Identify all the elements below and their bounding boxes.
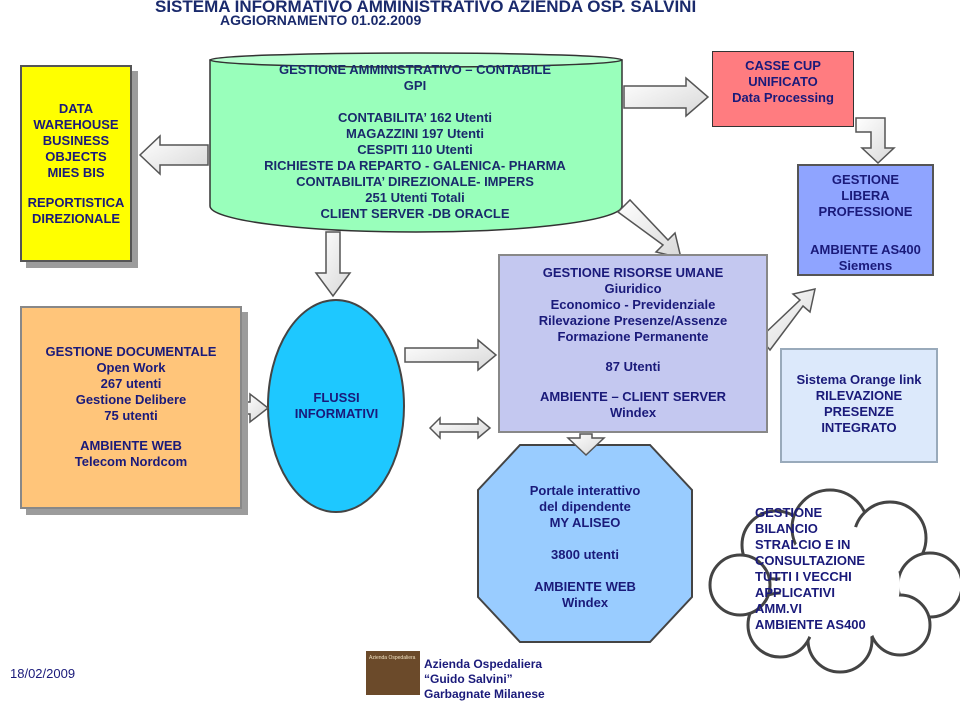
org-line-1: Azienda Ospedaliera [424,657,543,671]
doc-line-5: 75 utenti [104,408,158,423]
ga-line-9: 251 Utenti Totali [365,190,465,205]
ga-line-6: CESPITI 110 Utenti [357,142,473,157]
dw-line-5: MIES BIS [47,164,105,180]
gestione-documentale-box: GESTIONE DOCUMENTALE Open Work 267 utent… [20,306,242,509]
flussi-informativi-label: FLUSSI INFORMATIVI [268,300,405,512]
ga-spacer [212,94,618,110]
doc-line-2: Open Work [96,360,166,375]
page-subtitle: AGGIORNAMENTO 01.02.2009 [220,12,422,28]
hr-line-5: Formazione Permanente [557,329,709,344]
portale-line-7: AMBIENTE WEB [534,579,636,594]
gestione-amministrativo-text: GESTIONE AMMINISTRATIVO – CONTABILE GPI … [212,62,618,222]
portale-line-1: Portale interattivo [529,483,641,498]
hr-line-4: Rilevazione Presenze/Assenze [538,313,728,328]
arrow-to-rilevazione [758,288,816,352]
lib-line-2: LIBERA [841,188,890,203]
lib-line-3: PROFESSIONE [818,204,913,219]
hr-line-9: AMBIENTE – CLIENT SERVER [539,389,727,404]
portale-octagon [477,444,693,643]
ga-line-8: CONTABILITA’ DIREZIONALE- IMPERS [296,174,534,189]
hr-line-7: 87 Utenti [605,359,661,374]
flussi-ellipse [267,299,405,513]
arrow-to-portale [566,433,606,457]
orange-line-3: PRESENZE [823,404,895,419]
cup-line-2: UNIFICATO [748,74,818,89]
bil-line-8: AMBIENTE AS400 [755,617,866,632]
arrow-flussi-to-portale [428,416,492,440]
org-line-2: “Guido Salvini” [424,672,513,686]
hospital-logo: Azienda Ospedaliera [366,651,420,695]
bil-line-4: CONSULTAZIONE [755,553,866,568]
arrows-group [138,76,896,457]
dw-line-4: OBJECTS [45,148,107,164]
cup-line-1: CASSE CUP [745,58,821,73]
lib-line-1: GESTIONE [831,172,900,187]
lib-line-6: Siemens [838,258,893,273]
doc-line-8: Telecom Nordcom [74,454,188,469]
bil-line-7: AMM.VI [755,601,802,616]
lib-line-5: AMBIENTE AS400 [810,242,921,257]
arrow-to-data-warehouse [138,134,209,176]
arrow-to-cassa-cup [623,76,710,118]
arrow-to-libera-professione [855,117,896,165]
footer-date: 18/02/2009 [10,666,76,681]
libera-professione-box: GESTIONE LIBERA PROFESSIONE AMBIENTE AS4… [797,164,934,276]
bil-line-5: TUTTI I VECCHI [755,569,852,584]
bil-line-2: BILANCIO [755,521,818,536]
ga-line-1: GESTIONE AMMINISTRATIVO – CONTABILE [278,62,552,77]
orange-line-2: RILEVAZIONE [815,388,903,403]
risorse-umane-box: GESTIONE RISORSE UMANE Giuridico Economi… [498,254,768,433]
bil-line-6: APPLICATIVI [755,585,835,600]
doc-line-3: 267 utenti [100,376,162,391]
dw-line-2: WAREHOUSE [33,116,119,132]
dw-line-1: DATA [58,100,94,116]
ga-line-4: CONTABILITA’ 162 Utenti [337,110,493,125]
organization-name: Azienda Ospedaliera “Guido Salvini” Garb… [424,657,545,702]
bilancio-cloud [708,488,960,674]
cassa-cup-box: CASSE CUP UNIFICATO Data Processing [712,51,854,127]
bil-line-3: STRALCIO E IN [755,537,851,552]
logo-small-text: Azienda Ospedaliera [369,655,416,661]
portale-line-3: MY ALISEO [549,515,621,530]
flussi-line-2: INFORMATIVI [294,406,379,421]
arrow-to-flussi [314,231,352,298]
doc-line-4: Gestione Delibere [75,392,187,407]
ga-line-2: GPI [403,78,427,93]
portale-dipendente-label: Portale interattivo del dipendente MY AL… [470,452,700,642]
page-title: SISTEMA INFORMATIVO AMMINISTRATIVO AZIEN… [155,0,697,16]
arrow-flussi-to-risorse [404,338,498,372]
portale-line-2: del dipendente [539,499,631,514]
dw-line-8: DIREZIONALE [31,210,121,226]
hr-line-2: Giuridico [604,281,662,296]
hr-line-1: GESTIONE RISORSE UMANE [542,265,724,280]
dw-line-7: REPORTISTICA [27,194,125,210]
portale-line-8: Windex [561,595,609,610]
dw-line-3: BUSINESS [42,132,110,148]
orange-line-1: Sistema Orange link [796,372,922,387]
hr-line-3: Economico - Previdenziale [550,297,716,312]
rilevazione-presenze-box: Sistema Orange link RILEVAZIONE PRESENZE… [780,348,938,463]
doc-line-1: GESTIONE DOCUMENTALE [45,344,217,359]
gestione-amministrativo-cylinder [209,52,623,233]
arrow-to-risorse-umane [616,198,683,260]
gestione-bilancio-label: GESTIONE BILANCIO STRALCIO E IN CONSULTA… [755,505,940,633]
ga-line-5: MAGAZZINI 197 Utenti [346,126,484,141]
bil-line-1: GESTIONE [755,505,823,520]
ga-line-7: RICHIESTE DA REPARTO - GALENICA- PHARMA [264,158,566,173]
portale-line-5: 3800 utenti [551,547,619,562]
arrow-docs-to-flussi [243,392,270,424]
data-warehouse-box: DATA WAREHOUSE BUSINESS OBJECTS MIES BIS… [20,65,132,262]
flussi-line-1: FLUSSI [313,390,360,405]
org-line-3: Garbagnate Milanese [424,687,545,701]
orange-line-4: INTEGRATO [821,420,897,435]
cup-line-3: Data Processing [732,90,834,105]
hr-line-10: Windex [609,405,657,420]
doc-line-7: AMBIENTE WEB [80,438,182,453]
ga-line-10: CLIENT SERVER -DB ORACLE [320,206,510,221]
